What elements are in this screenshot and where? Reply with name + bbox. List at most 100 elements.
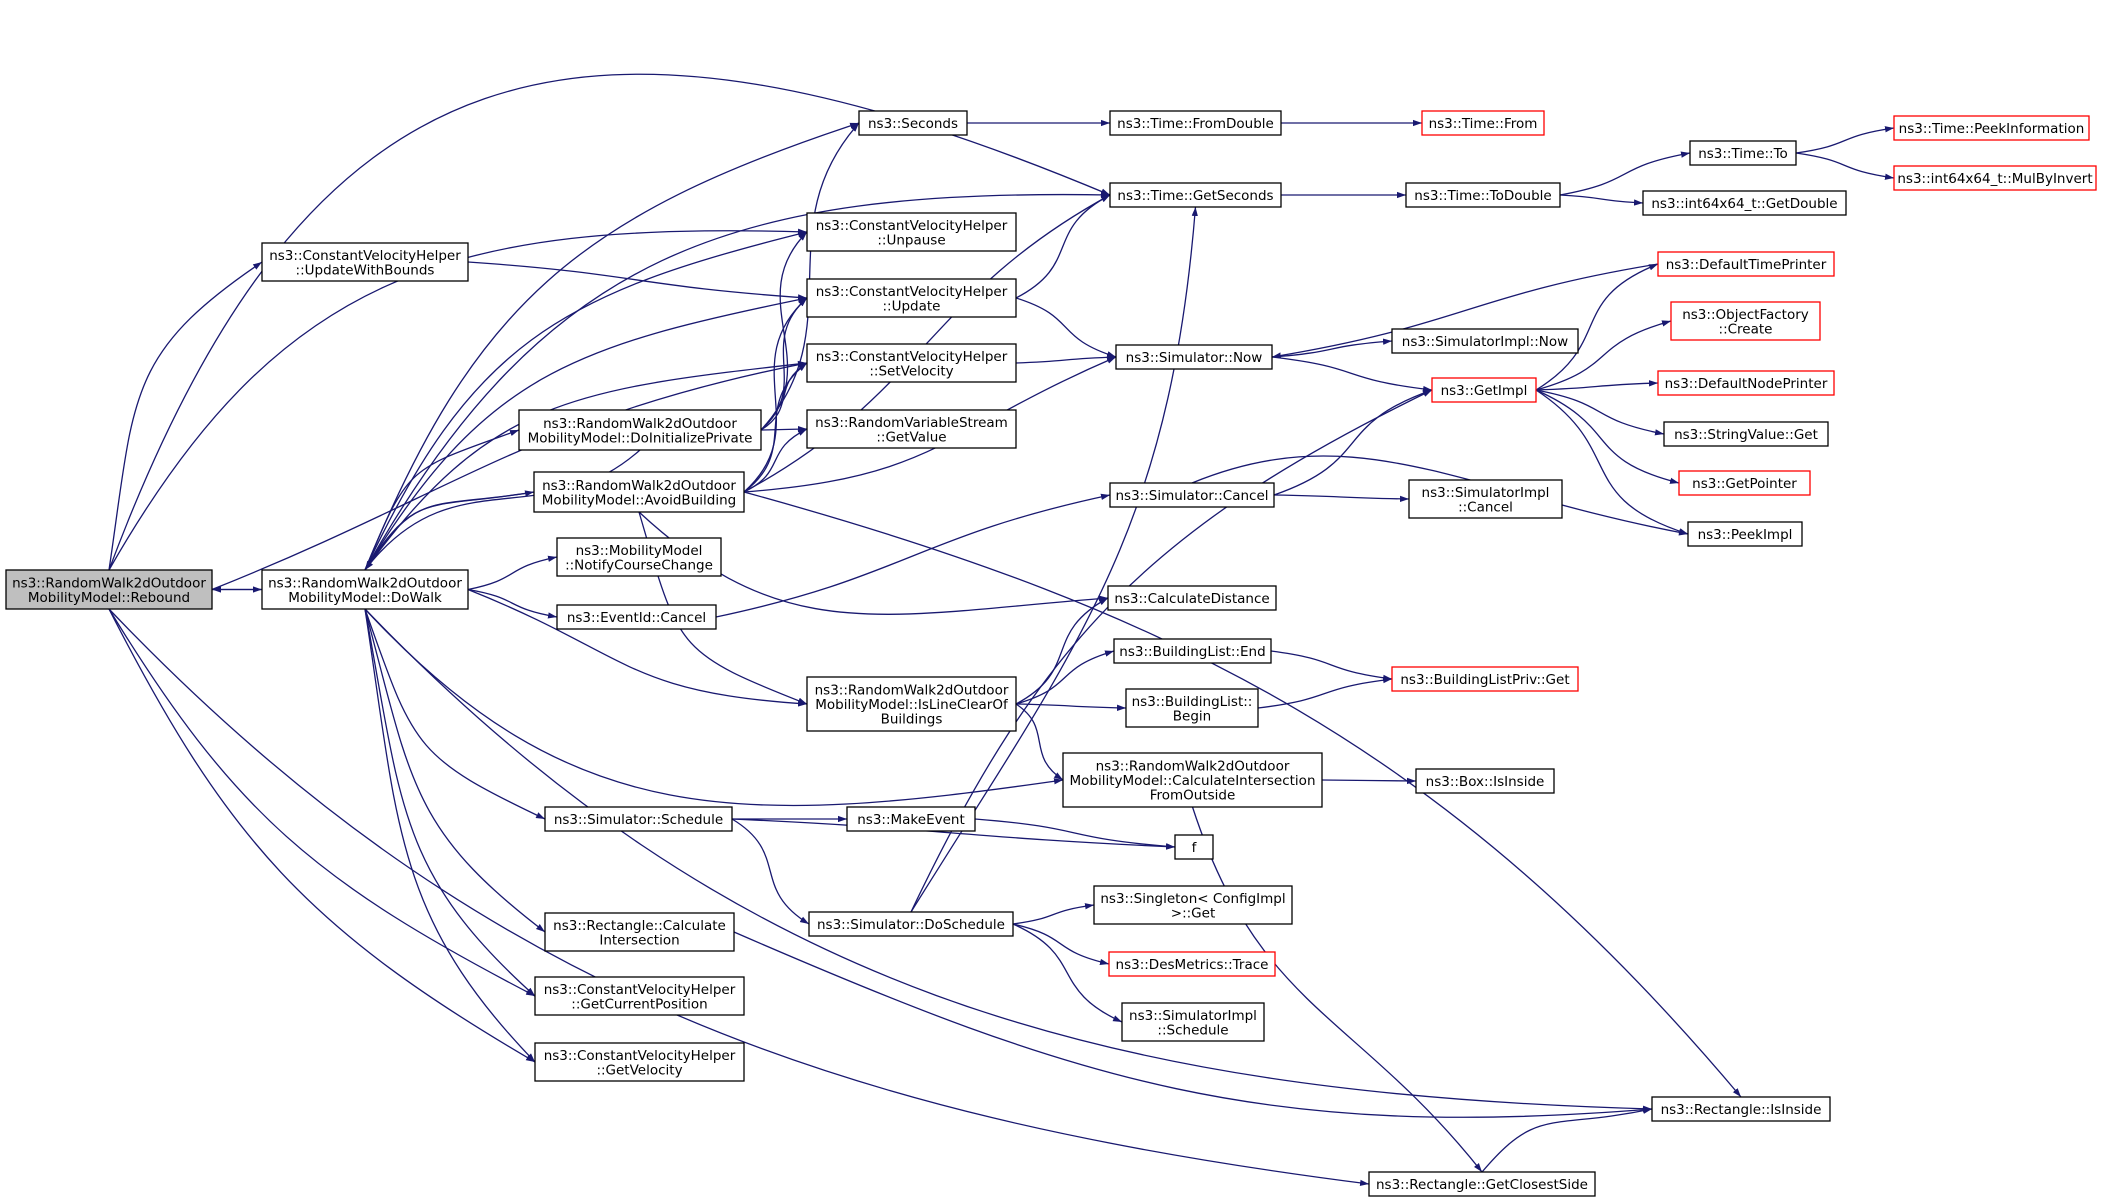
node-eventcancel[interactable]: ns3::EventId::Cancel: [556, 604, 717, 630]
node-unpause[interactable]: ns3::ConstantVelocityHelper::Unpause: [806, 212, 1017, 252]
edge-dowalk-to-getseconds: [364, 191, 1111, 571]
node-peekinfo[interactable]: ns3::Time::PeekInformation: [1893, 115, 2090, 141]
node-getcurrentpos[interactable]: ns3::ConstantVelocityHelper::GetCurrentP…: [534, 976, 745, 1016]
node-update[interactable]: ns3::ConstantVelocityHelper::Update: [806, 278, 1017, 318]
node-blbegin[interactable]: ns3::BuildingList::Begin: [1125, 688, 1259, 728]
node-label-line: ns3::Simulator::DoSchedule: [817, 917, 1005, 933]
edge-simnow-to-getimpl: [1271, 356, 1433, 393]
node-label-line: ns3::BuildingList::: [1132, 694, 1253, 710]
edge-simnow-to-simimplnow: [1271, 338, 1393, 358]
node-rectcalc[interactable]: ns3::Rectangle::CalculateIntersection: [544, 912, 735, 952]
node-makeevent[interactable]: ns3::MakeEvent: [846, 806, 976, 832]
edge-rectcalc-to-rectisinside: [733, 931, 1653, 1118]
node-seconds[interactable]: ns3::Seconds: [858, 110, 968, 136]
node-defaulttimeprinter[interactable]: ns3::DefaultTimePrinter: [1657, 251, 1835, 277]
node-box: [1663, 421, 1829, 447]
node-f[interactable]: f: [1174, 834, 1214, 860]
node-box: [1174, 834, 1214, 860]
node-blend[interactable]: ns3::BuildingList::End: [1113, 638, 1272, 664]
node-label-line: ::GetCurrentPosition: [571, 996, 707, 1012]
edge-dowalk-to-eventcancel: [467, 588, 558, 619]
node-mulbyinvert[interactable]: ns3::int64x64_t::MulByInvert: [1893, 165, 2097, 191]
node-label-line: ns3::ConstantVelocityHelper: [816, 349, 1008, 365]
node-box: [556, 537, 722, 577]
node-closestside[interactable]: ns3::Rectangle::GetClosestSide: [1368, 1171, 1596, 1197]
node-peekimpl[interactable]: ns3::PeekImpl: [1687, 521, 1803, 547]
node-getvalue[interactable]: ns3::RandomVariableStream::GetValue: [806, 409, 1017, 449]
node-simimplnow[interactable]: ns3::SimulatorImpl::Now: [1391, 328, 1579, 354]
edge-doschedule-to-singleton: [1012, 903, 1095, 925]
node-box: [1421, 110, 1545, 136]
node-schedule[interactable]: ns3::Simulator::Schedule: [544, 806, 733, 832]
node-calcintersect[interactable]: ns3::RandomWalk2dOutdoorMobilityModel::C…: [1062, 752, 1323, 808]
node-getpointer[interactable]: ns3::GetPointer: [1678, 470, 1811, 496]
node-rectisinside[interactable]: ns3::Rectangle::IsInside: [1651, 1096, 1831, 1122]
edge-timeto-to-mulbyinvert: [1795, 152, 1895, 180]
node-calcdistance[interactable]: ns3::CalculateDistance: [1107, 585, 1277, 611]
node-label-line: ns3::GetImpl: [1441, 383, 1528, 399]
node-boxisinside[interactable]: ns3::Box::IsInside: [1415, 768, 1555, 794]
node-box: [544, 806, 733, 832]
node-avoidbuilding[interactable]: ns3::RandomWalk2dOutdoorMobilityModel::A…: [533, 471, 745, 513]
edge-getimpl-to-defaultnodeprinter: [1535, 380, 1659, 391]
node-dowalk[interactable]: ns3::RandomWalk2dOutdoorMobilityModel::D…: [261, 569, 469, 610]
node-simcancel[interactable]: ns3::Simulator::Cancel: [1109, 482, 1275, 508]
node-stringvalueget[interactable]: ns3::StringValue::Get: [1663, 421, 1829, 447]
node-fromdouble[interactable]: ns3::Time::FromDouble: [1109, 110, 1282, 136]
node-box: [808, 911, 1014, 937]
node-timefrom[interactable]: ns3::Time::From: [1421, 110, 1545, 136]
node-getseconds[interactable]: ns3::Time::GetSeconds: [1109, 182, 1282, 208]
node-simnow[interactable]: ns3::Simulator::Now: [1115, 344, 1273, 370]
node-objfactory[interactable]: ns3::ObjectFactory::Create: [1670, 301, 1821, 341]
node-box: [1109, 110, 1282, 136]
node-timeto[interactable]: ns3::Time::To: [1689, 140, 1797, 166]
node-box: [1391, 666, 1579, 692]
node-label-line: Buildings: [881, 712, 943, 728]
edge-dowalk-to-rectcalc: [364, 608, 546, 933]
edge-dowalk-to-unpause: [364, 231, 808, 571]
node-simimplcancel[interactable]: ns3::SimulatorImpl::Cancel: [1408, 479, 1563, 519]
node-getvelocity[interactable]: ns3::ConstantVelocityHelper::GetVelocity: [534, 1042, 745, 1082]
node-simimplschedule[interactable]: ns3::SimulatorImpl::Schedule: [1121, 1002, 1265, 1042]
node-blprivget[interactable]: ns3::BuildingListPriv::Get: [1391, 666, 1579, 692]
node-desmetrics[interactable]: ns3::DesMetrics::Trace: [1108, 951, 1276, 977]
node-updatewithbounds[interactable]: ns3::ConstantVelocityHelper::UpdateWithB…: [261, 242, 469, 282]
edge-getimpl-to-getpointer: [1535, 389, 1680, 484]
node-rebound[interactable]: ns3::RandomWalk2dOutdoorMobilityModel::R…: [5, 569, 213, 610]
node-setvelocity[interactable]: ns3::ConstantVelocityHelper::SetVelocity: [806, 343, 1017, 383]
node-notifycourse[interactable]: ns3::MobilityModel::NotifyCourseChange: [556, 537, 722, 577]
edge-getimpl-to-peekimpl: [1535, 389, 1689, 535]
node-singleton[interactable]: ns3::Singleton< ConfigImpl>::Get: [1093, 885, 1293, 925]
node-label-line: ::Update: [883, 298, 941, 314]
edge-isclear-to-calcdistance: [1015, 597, 1109, 705]
node-box: [1107, 585, 1277, 611]
node-label-line: ns3::ConstantVelocityHelper: [269, 248, 461, 264]
node-isclear[interactable]: ns3::RandomWalk2dOutdoorMobilityModel::I…: [806, 676, 1017, 732]
edge-dowalk-to-schedule: [364, 608, 546, 820]
node-todouble[interactable]: ns3::Time::ToDouble: [1405, 182, 1561, 208]
node-label-line: >::Get: [1171, 905, 1215, 921]
node-doschedule[interactable]: ns3::Simulator::DoSchedule: [808, 911, 1014, 937]
node-label-line: ns3::MakeEvent: [857, 812, 965, 828]
node-getdouble[interactable]: ns3::int64x64_t::GetDouble: [1642, 190, 1847, 216]
node-label-line: ns3::int64x64_t::GetDouble: [1651, 196, 1837, 212]
node-doinitprivate[interactable]: ns3::RandomWalk2dOutdoorMobilityModel::D…: [518, 409, 762, 451]
edge-dowalk-to-getvelocity: [364, 608, 536, 1063]
node-box: [1368, 1171, 1596, 1197]
node-label-line: ns3::Rectangle::GetClosestSide: [1376, 1177, 1588, 1193]
node-defaultnodeprinter[interactable]: ns3::DefaultNodePrinter: [1657, 370, 1835, 396]
node-label-line: f: [1192, 840, 1198, 856]
edge-dowalk-to-getcurrentpos: [364, 608, 536, 997]
node-label-line: Begin: [1173, 708, 1211, 724]
node-getimpl[interactable]: ns3::GetImpl: [1431, 377, 1537, 403]
node-box: [1415, 768, 1555, 794]
node-label-line: ns3::SimulatorImpl: [1422, 485, 1550, 501]
node-label-line: ns3::SimulatorImpl::Now: [1402, 334, 1568, 350]
edge-defaulttimeprinter-to-simnow: [1271, 263, 1659, 359]
node-label-line: ns3::ConstantVelocityHelper: [816, 218, 1008, 234]
node-box: [1405, 182, 1561, 208]
node-label-line: ns3::Rectangle::Calculate: [553, 918, 726, 934]
node-box: [1687, 521, 1803, 547]
edge-getimpl-to-objfactory: [1535, 320, 1672, 391]
node-label-line: ns3::RandomWalk2dOutdoor: [543, 416, 737, 432]
